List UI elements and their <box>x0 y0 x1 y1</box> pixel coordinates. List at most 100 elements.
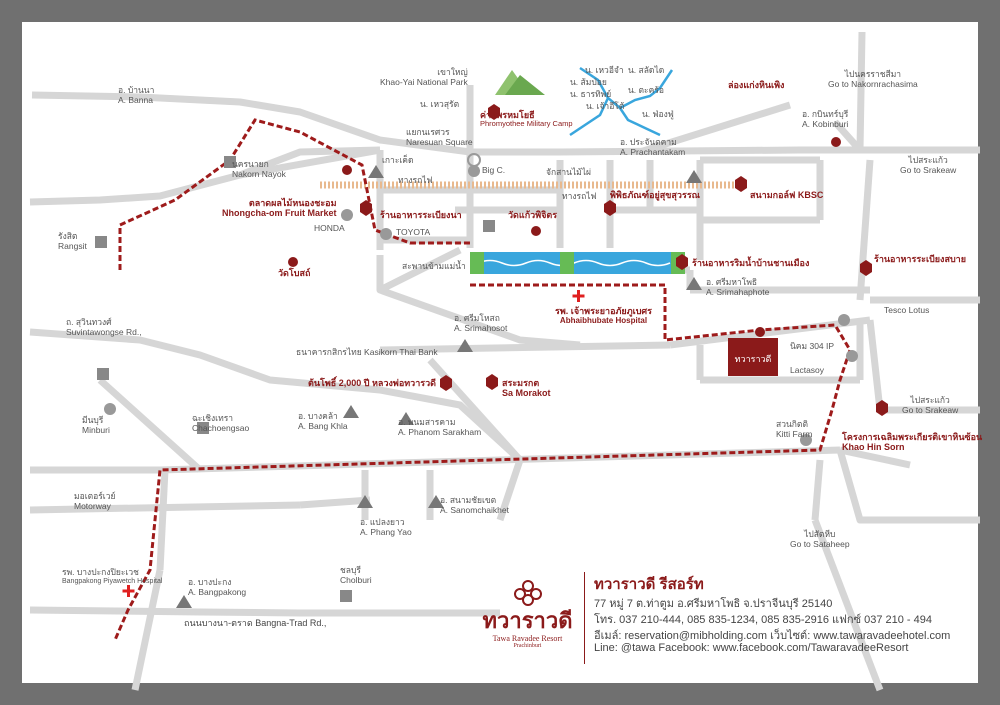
logo-thai: ทวาราวดี <box>482 608 573 633</box>
resort-email[interactable]: อีเมล์: reservation@mibholding.com เว็บไ… <box>594 630 951 642</box>
hexagon-icon <box>360 200 372 216</box>
hospital-icon <box>122 290 585 597</box>
resort-address: 77 หมู่ 7 ต.ท่าตูม อ.ศรีมหาโพธิ จ.ปราจีน… <box>594 598 833 610</box>
hexagon-icon <box>876 400 888 416</box>
label-honda: HONDA <box>314 223 345 233</box>
label-long-kaeng: ล่องแก่งหินเพิง <box>728 80 785 90</box>
triangle-icon <box>357 495 373 508</box>
district-markers <box>176 165 702 608</box>
svg-text:ทวาราวดี: ทวาราวดี <box>735 354 772 364</box>
label-lactasoy: Lactasoy <box>790 365 825 375</box>
triangle-icon <box>176 595 192 608</box>
triangle-icon <box>686 170 702 183</box>
resort-phone: โทร. 037 210-444, 085 835-1234, 085 835-… <box>594 614 932 626</box>
square-icon <box>224 156 236 168</box>
label-bridge: สะพานข้ามแม่น้ำ <box>402 261 466 271</box>
label-railway-2: ทางรถไฟ <box>562 191 597 201</box>
square-icon <box>97 368 109 380</box>
triangle-icon <box>398 412 414 425</box>
label-restaurant-1: ร้านอาหารระเบียงนา <box>380 210 462 220</box>
label-restaurant-3: ร้านอาหารระเบียงสบาย <box>874 254 966 264</box>
hexagon-icon <box>676 254 688 270</box>
hexagon-icon <box>860 260 872 276</box>
hexagon-icon <box>488 104 500 120</box>
square-icon <box>483 220 495 232</box>
river <box>470 252 685 274</box>
label-takhro: น. ตะคร้อ <box>628 85 664 95</box>
label-salatai: น. สลัดได <box>628 65 665 75</box>
resort-social[interactable]: Line: @tawa Facebook: www.facebook.com/T… <box>594 642 909 654</box>
lotus-icon <box>513 580 542 606</box>
circle-icon <box>467 153 481 167</box>
circle-icon <box>342 165 352 175</box>
triangle-icon <box>686 277 702 290</box>
label-hoei-suriat: น. เหวสุรัต <box>420 99 460 109</box>
label-fong-fu: น. ฟ่องฟู่ <box>642 109 674 119</box>
label-chonburi: ชลบุรีCholburi <box>340 565 372 585</box>
resort-logo: ทวาราวดี Tawa Ravadee Resort Prachinburi <box>480 572 575 682</box>
label-golf: สนามกอล์ฟ KBSC <box>750 190 824 200</box>
triangle-icon <box>343 405 359 418</box>
label-museum: พิพิธภัณฑ์อยู่สุขสุวรรณ <box>610 190 700 200</box>
label-hoei-cha: น. เหวอีจำ <box>585 65 624 75</box>
circle-icon <box>531 226 541 236</box>
resort-marker: ทวาราวดี <box>728 338 778 376</box>
mountain-icon <box>495 70 545 95</box>
resort-divider <box>584 572 585 664</box>
temple-markers <box>288 137 841 337</box>
circle-icon <box>846 350 858 362</box>
label-ko-kheng: เกาะเค็ด <box>382 155 414 165</box>
route-line <box>113 118 852 641</box>
hexagon-icon <box>486 374 498 390</box>
label-kabinburi: อ. กบินทร์บุรีA. Kobinburi <box>802 109 849 129</box>
label-suvintawong: ถ. สุวินทวงศ์Suvintawongse Rd., <box>66 317 142 337</box>
circle-icon <box>104 403 116 415</box>
square-icon <box>95 236 107 248</box>
circle-icon <box>380 228 392 240</box>
label-chao-adi: น. เจ้าอีโต้ <box>586 101 625 111</box>
logo-english: Tawa Ravadee Resort <box>492 634 563 643</box>
square-icon <box>340 590 352 602</box>
circle-icon <box>341 209 353 221</box>
label-jakkasan: จักสานไม้ไผ่ <box>546 167 592 177</box>
label-motorway: มอเตอร์เวย์Motorway <box>74 491 116 511</box>
square-icon <box>197 422 209 434</box>
hexagon-icon <box>735 176 747 192</box>
circle-icon <box>288 257 298 267</box>
hexagon-icon <box>604 200 616 216</box>
label-restaurant-2: ร้านอาหารริมน้ำบ้านชานเมือง <box>692 258 810 268</box>
road-network <box>29 31 980 692</box>
label-khaoyai: เขาใหญ่Khao-Yai National Park <box>380 67 468 87</box>
label-wat-kaew: วัดแก้วพิจิตร <box>508 210 558 220</box>
label-srimahaphot: อ. ศรีมหาโพธิA. Srimahaphote <box>706 277 770 297</box>
triangle-icon <box>368 165 384 178</box>
restaurant-markers <box>360 104 888 416</box>
circle-icon <box>800 434 812 446</box>
logo-sub: Prachinburi <box>513 643 542 649</box>
label-tesco: Tesco Lotus <box>884 305 930 315</box>
label-toyota: TOYOTA <box>396 227 431 237</box>
label-wat-bot: วัดโบสถ์ <box>278 268 311 278</box>
label-tharathip: น. ธารทิพย์ <box>570 89 612 99</box>
streams <box>569 66 674 137</box>
label-big-c: Big C. <box>482 165 506 175</box>
label-minburi: มีนบุรีMinburi <box>82 415 110 435</box>
label-railway-1: ทางรถไฟ <box>398 175 433 185</box>
